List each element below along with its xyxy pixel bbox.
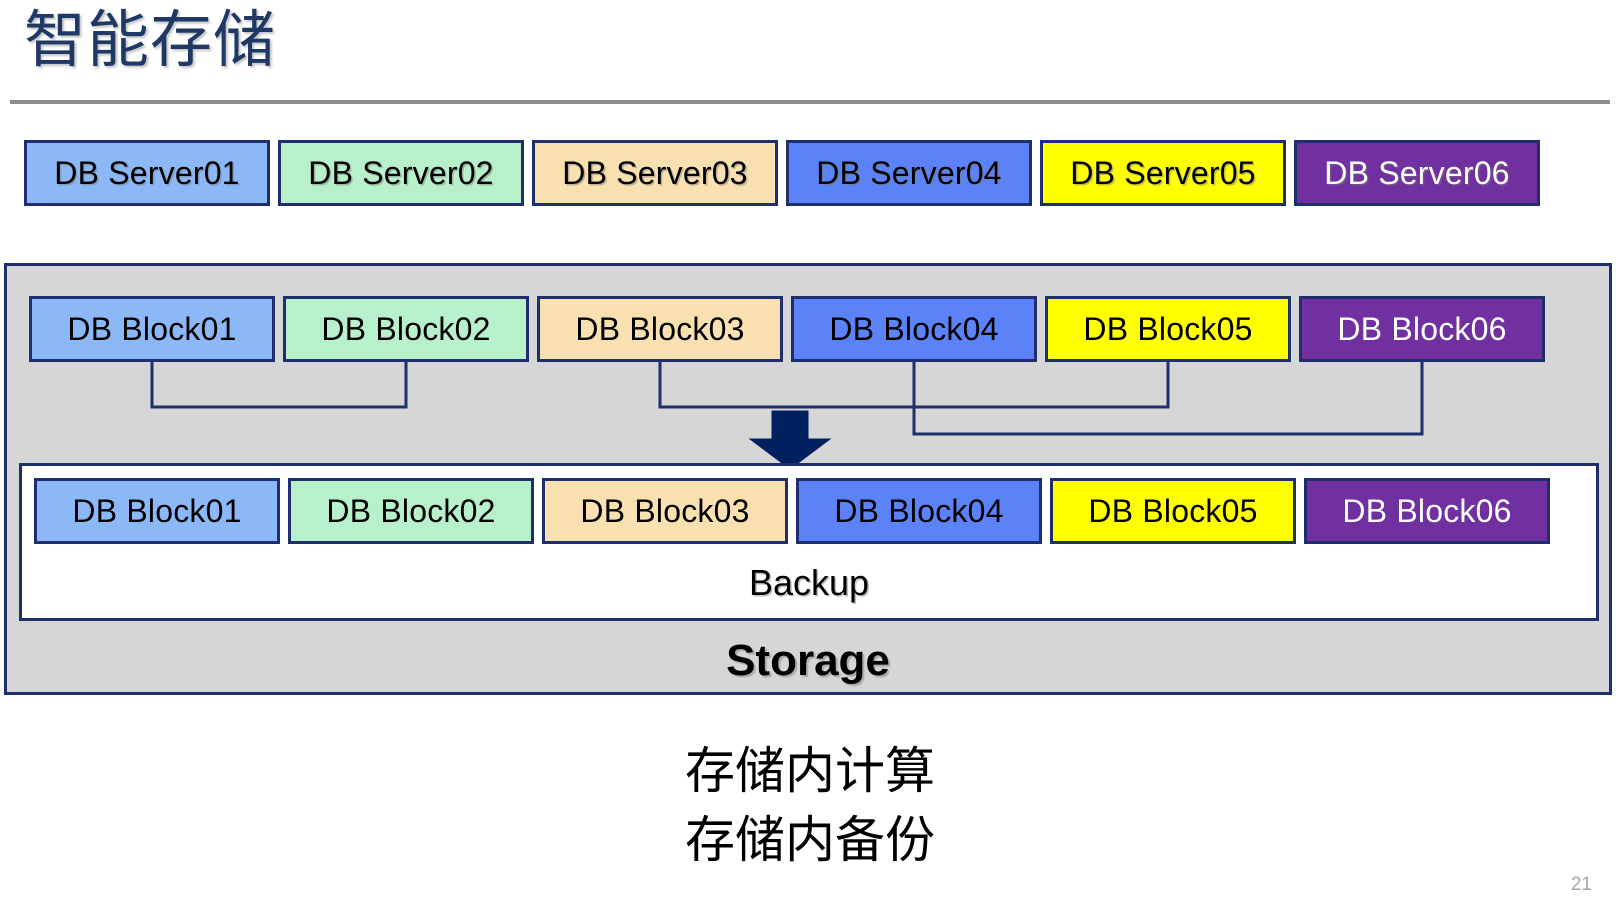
db-server-box-6[interactable]: DB Server06 bbox=[1294, 140, 1540, 206]
db-backup-box-6[interactable]: DB Block06 bbox=[1304, 478, 1550, 544]
db-backup-box-1[interactable]: DB Block01 bbox=[34, 478, 280, 544]
db-block-box-5[interactable]: DB Block05 bbox=[1045, 296, 1291, 362]
db-backup-box-5[interactable]: DB Block05 bbox=[1050, 478, 1296, 544]
db-backup-box-4[interactable]: DB Block04 bbox=[796, 478, 1042, 544]
db-backup-box-3[interactable]: DB Block03 bbox=[542, 478, 788, 544]
db-server-box-4[interactable]: DB Server04 bbox=[786, 140, 1032, 206]
db-server-box-3[interactable]: DB Server03 bbox=[532, 140, 778, 206]
title-divider bbox=[10, 100, 1610, 104]
caption-line-1: 存储内计算 bbox=[685, 743, 935, 799]
db-block-box-4[interactable]: DB Block04 bbox=[791, 296, 1037, 362]
storage-label: Storage bbox=[726, 636, 890, 685]
caption-line-2: 存储内备份 bbox=[685, 812, 935, 868]
bracket-block01-block02 bbox=[150, 362, 408, 409]
caption-block: 存储内计算 存储内备份 bbox=[0, 737, 1620, 875]
bracket-block03-block05 bbox=[658, 362, 1170, 409]
db-backup-box-2[interactable]: DB Block02 bbox=[288, 478, 534, 544]
db-block-box-1[interactable]: DB Block01 bbox=[29, 296, 275, 362]
backup-label: Backup bbox=[748, 562, 870, 603]
page-title: 智能存储 bbox=[24, 6, 277, 75]
db-block-box-2[interactable]: DB Block02 bbox=[283, 296, 529, 362]
page-number: 21 bbox=[1570, 874, 1592, 895]
bracket-block04-block06 bbox=[912, 362, 1424, 436]
down-arrow bbox=[748, 410, 832, 470]
db-block-box-3[interactable]: DB Block03 bbox=[537, 296, 783, 362]
db-server-box-5[interactable]: DB Server05 bbox=[1040, 140, 1286, 206]
db-server-box-1[interactable]: DB Server01 bbox=[24, 140, 270, 206]
db-block-box-6[interactable]: DB Block06 bbox=[1299, 296, 1545, 362]
db-server-box-2[interactable]: DB Server02 bbox=[278, 140, 524, 206]
